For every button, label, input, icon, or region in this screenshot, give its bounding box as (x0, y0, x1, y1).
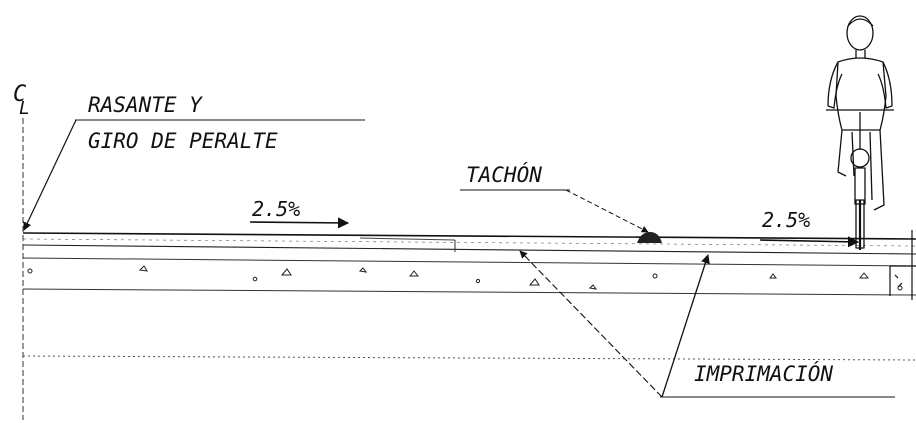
pavement-layers (22, 232, 916, 361)
imprimacion-leader-left (519, 250, 663, 398)
centerline: C L (13, 82, 30, 420)
cyclist-figure (826, 15, 894, 250)
tachon-marker (637, 232, 662, 243)
slope-right-arrow (759, 236, 860, 248)
tachon-callout: TACHÓN (460, 162, 662, 243)
surface-step-2 (359, 237, 456, 241)
imprimacion-callout: IMPRIMACIÓN (519, 250, 895, 398)
rasante-label-line1: RASANTE Y (88, 93, 203, 117)
slope-left-label: 2.5% (252, 197, 300, 221)
imprimacion-label: IMPRIMACIÓN (694, 361, 833, 386)
imprimacion-leader-right (661, 254, 710, 398)
surface-bottom-line (22, 244, 916, 255)
centerline-label-c: C (13, 82, 27, 107)
surface-top-line (22, 232, 916, 240)
rasante-label-line2: GIRO DE PERALTE (88, 129, 278, 153)
slope-right: 2.5% (759, 208, 860, 248)
tachon-label: TACHÓN (466, 162, 542, 187)
curb (889, 230, 916, 300)
base-bottom-line (22, 288, 916, 296)
slope-left: 2.5% (249, 197, 350, 229)
slope-left-arrow (249, 217, 350, 229)
rasante-leader (23, 119, 77, 231)
tachon-leader (565, 189, 649, 233)
base-top-line (22, 257, 916, 267)
rasante-callout: RASANTE Y GIRO DE PERALTE (23, 93, 365, 231)
centerline-label-l: L (19, 98, 30, 119)
cyclist-head (846, 15, 874, 51)
surface-texture-line (22, 238, 916, 247)
slope-right-label: 2.5% (762, 208, 810, 232)
subgrade-line (22, 355, 916, 361)
aggregate-marks (27, 265, 903, 291)
